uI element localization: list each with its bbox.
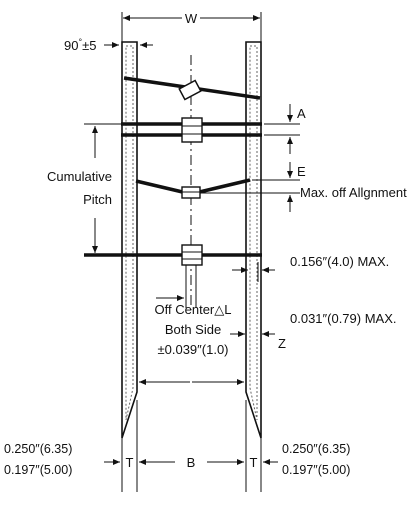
max-off-alignment-label: Max. off Allgnment xyxy=(300,185,407,200)
dim-bottom xyxy=(104,400,278,492)
dim-w xyxy=(121,12,262,44)
t-left-top-label: 0.250″(6.35) xyxy=(4,442,72,456)
angle-label: 90°±5 xyxy=(64,37,96,53)
both-side-label: Both Side xyxy=(165,322,221,337)
b-label: B xyxy=(187,455,196,470)
t-right-top-label: 0.250″(6.35) xyxy=(282,442,350,456)
a-label: A xyxy=(297,106,306,121)
right-tape xyxy=(245,41,262,439)
left-tape xyxy=(121,41,138,439)
e-label: E xyxy=(297,164,306,179)
cumulative-label: Cumulative xyxy=(47,169,112,184)
dim-lead-max xyxy=(232,262,275,282)
t-left-label: T xyxy=(126,455,134,470)
lead-bottom xyxy=(84,244,262,308)
tape-max-label: 0.031″(0.79) MAX. xyxy=(290,311,397,326)
t-right-label: T xyxy=(250,455,258,470)
lead-max-label: 0.156″(4.0) MAX. xyxy=(290,254,389,269)
dim-e xyxy=(201,162,300,212)
off-center-label: Off Center△L xyxy=(155,302,232,317)
lead-tilted xyxy=(123,76,261,101)
lead-parallel xyxy=(121,117,262,143)
off-center-tol-label: ±0.039″(1.0) xyxy=(158,342,229,357)
lead-bent xyxy=(135,178,251,199)
pitch-label: Pitch xyxy=(83,192,112,207)
t-right-bottom-label: 0.197″(5.00) xyxy=(282,463,350,477)
dim-cumulative-pitch xyxy=(84,123,121,253)
t-left-bottom-label: 0.197″(5.00) xyxy=(4,463,72,477)
dim-a xyxy=(264,104,300,154)
z-label: Z xyxy=(278,336,286,351)
w-label: W xyxy=(185,11,198,26)
